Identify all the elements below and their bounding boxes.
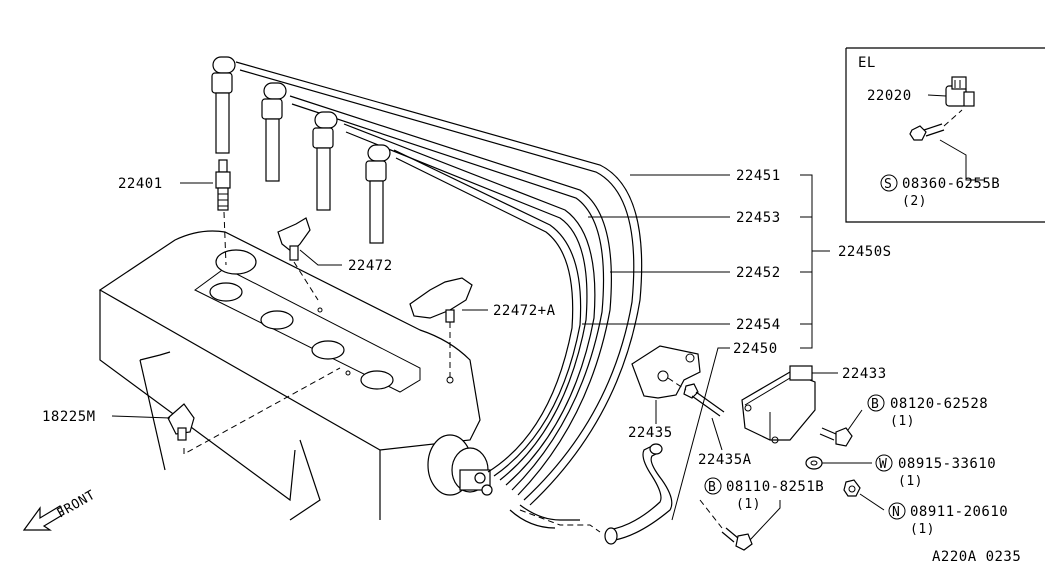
- label-22020: 22020: [867, 88, 912, 104]
- plug-boot-3: [312, 111, 338, 211]
- nut: [843, 479, 861, 497]
- washer: [805, 456, 823, 470]
- distributor: [427, 434, 493, 496]
- prefix-b1: B: [871, 397, 879, 412]
- label-22472: 22472: [348, 258, 393, 274]
- coil-bracket: [631, 345, 701, 399]
- label-22452: 22452: [736, 265, 781, 281]
- prefix-n: N: [892, 505, 900, 520]
- reference-code: A220A 0235: [932, 549, 1021, 565]
- coil-wire-hose: [604, 443, 673, 545]
- cylinder-head: [98, 230, 481, 521]
- prefix-s: S: [884, 177, 892, 192]
- prefix-circle-b1: [867, 394, 885, 412]
- spark-plug-wires: [235, 61, 643, 529]
- label-22472-a: 22472+A: [493, 303, 556, 319]
- label-front: FRONT: [55, 488, 99, 522]
- label-08915: 08915-33610: [898, 456, 996, 472]
- inset-el: EL 22020 S 08360-6255B (2): [845, 47, 1045, 223]
- plug-boot-4: [365, 144, 391, 244]
- prefix-b2: B: [708, 480, 716, 495]
- prefix-circle-n: [888, 502, 906, 520]
- qty-08915: (1): [898, 474, 923, 489]
- qty-08360: (2): [902, 194, 927, 209]
- label-22453: 22453: [736, 210, 781, 226]
- label-22435: 22435: [628, 425, 673, 441]
- prefix-w: W: [879, 457, 887, 472]
- label-22450s: 22450S: [838, 244, 892, 260]
- plug-boot-2: [261, 82, 287, 182]
- front-arrow: FRONT: [22, 488, 99, 531]
- qty-08911: (1): [910, 522, 935, 537]
- distributor-bolt: [721, 527, 753, 551]
- crank-angle-sensor: [945, 76, 975, 107]
- bracket-bolt: [683, 383, 725, 417]
- label-08120: 08120-62528: [890, 396, 988, 412]
- label-22450: 22450: [733, 341, 778, 357]
- prefix-circle-w: [875, 454, 893, 472]
- qty-08110: (1): [736, 497, 761, 512]
- prefix-circle-s: [880, 174, 898, 192]
- wire-clip-22472-a: [409, 277, 473, 323]
- label-08110: 08110-8251B: [726, 479, 824, 495]
- label-18225m: 18225M: [42, 409, 96, 425]
- label-22451: 22451: [736, 168, 781, 184]
- label-08911: 08911-20610: [910, 504, 1008, 520]
- label-22454: 22454: [736, 317, 781, 333]
- ignition-coil: [741, 365, 816, 444]
- wire-clip-22472: [277, 217, 311, 261]
- inset-title: EL: [858, 55, 876, 71]
- sensor-bolt: [909, 123, 945, 141]
- label-22401: 22401: [118, 176, 163, 192]
- label-08360: 08360-6255B: [902, 176, 1000, 192]
- coil-bolt: [819, 427, 853, 447]
- plug-boot-1: [211, 56, 236, 154]
- qty-08120: (1): [890, 414, 915, 429]
- label-22433: 22433: [842, 366, 887, 382]
- prefix-circle-b2: [704, 477, 722, 495]
- sensor-18225m: [167, 403, 195, 441]
- spark-plug: [215, 159, 231, 211]
- label-22435a: 22435A: [698, 452, 752, 468]
